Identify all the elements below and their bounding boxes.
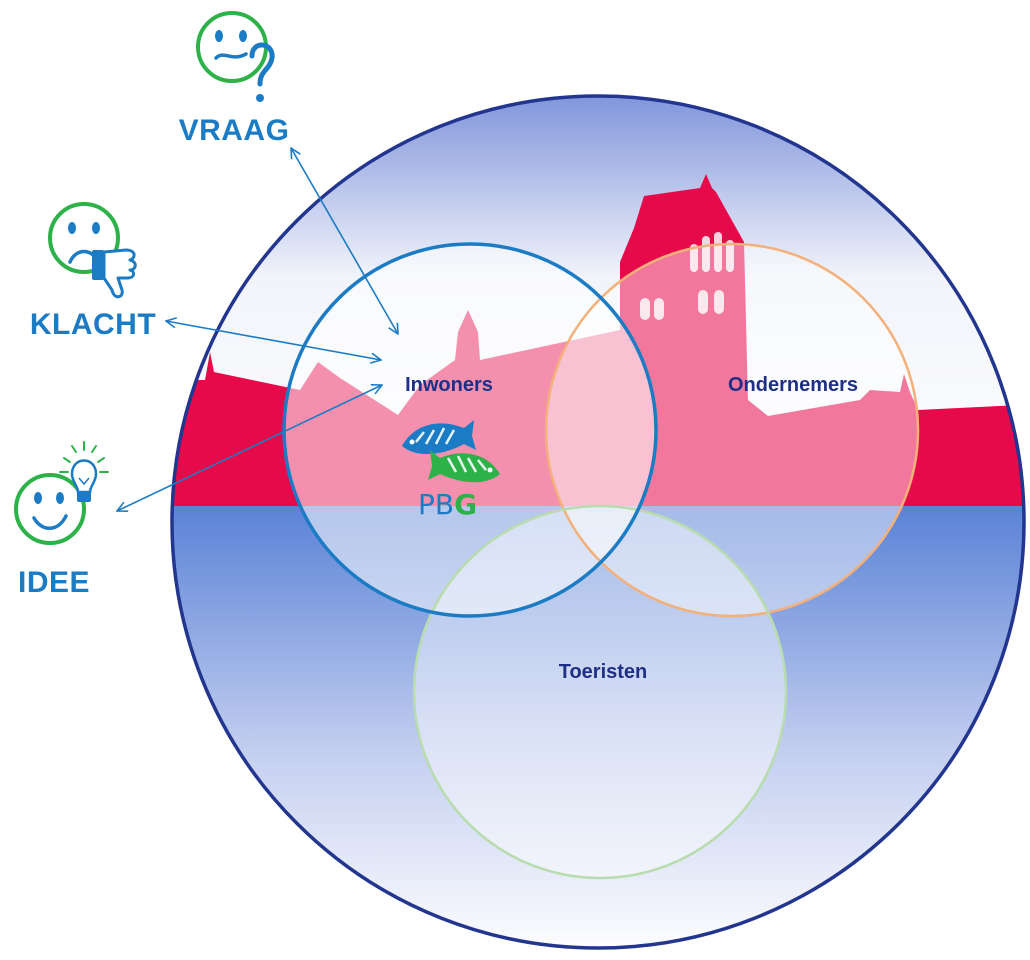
vraag-label: VRAAG [179, 114, 290, 147]
ondernemers-circle [544, 242, 920, 618]
ondernemers-label: Ondernemers [728, 374, 858, 396]
klacht-arrow [166, 321, 381, 360]
question-face-icon [196, 11, 275, 102]
fish-logo-icon [402, 420, 500, 483]
logo-text-pb: PB [418, 488, 454, 521]
logo-text-g: G [454, 488, 477, 521]
thumbs-down-face-icon [48, 202, 137, 299]
klacht-label: KLACHT [30, 308, 156, 341]
toeristen-fill [414, 506, 786, 878]
toeristen-label: Toeristen [559, 661, 648, 683]
lightbulb-face-icon [14, 441, 109, 545]
idee-label: IDEE [18, 566, 90, 599]
vraag-arrow [291, 148, 398, 334]
inwoners-label: Inwoners [405, 374, 493, 396]
toeristen-circle [412, 504, 788, 880]
idee-arrow [117, 385, 382, 511]
logo-text: PBG [418, 488, 477, 521]
castle-windows [640, 232, 734, 320]
ondernemers-fill [546, 244, 918, 616]
outer-ring [170, 94, 1026, 950]
